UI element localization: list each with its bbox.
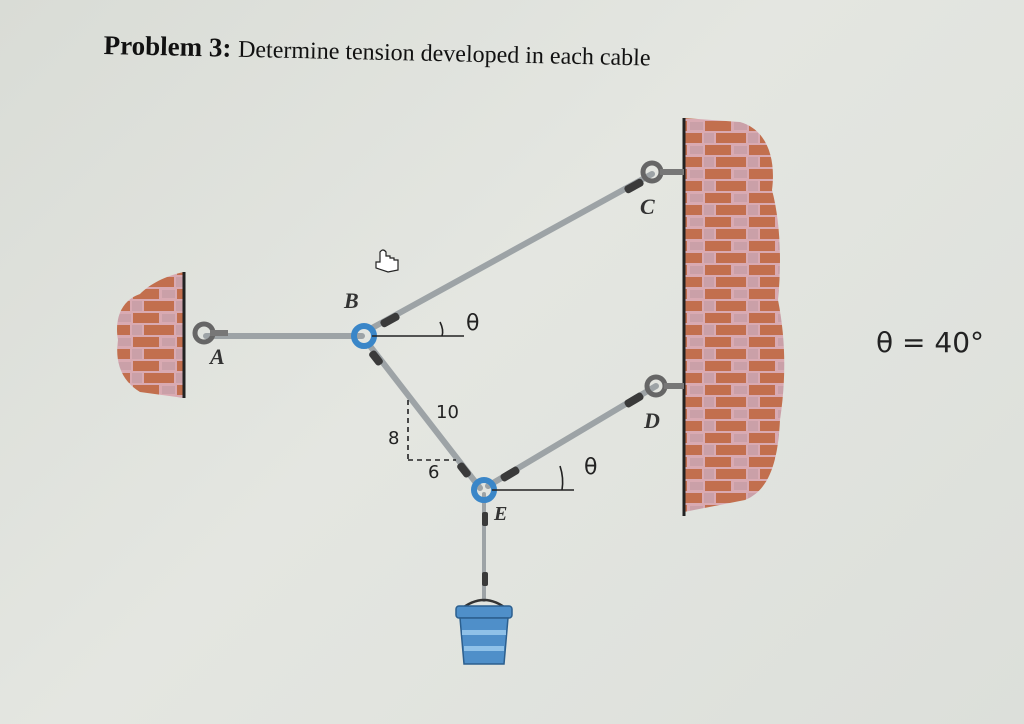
theta-at-E: θ — [584, 455, 597, 480]
pointer-hand-icon — [375, 249, 399, 273]
angle-references — [372, 321, 574, 491]
slope-horizontal-label: 6 — [428, 462, 439, 483]
label-point-A: A — [208, 344, 225, 369]
turnbuckles — [369, 178, 644, 586]
label-point-C: C — [640, 194, 655, 219]
right-wall — [682, 118, 785, 516]
cables — [203, 171, 659, 602]
label-point-D: D — [643, 408, 660, 433]
given-theta-value: θ = 40° — [876, 326, 984, 359]
slope-vertical-label: 8 — [388, 428, 399, 449]
theta-at-B: θ — [466, 311, 479, 336]
slope-triangle — [407, 400, 456, 461]
bucket-icon — [455, 598, 513, 665]
label-point-E: E — [493, 503, 507, 525]
ring-E — [471, 477, 497, 503]
slope-hypotenuse-label: 10 — [436, 402, 459, 423]
label-point-B: B — [343, 288, 359, 313]
cable-BC — [369, 171, 655, 331]
eye-bolt-icon — [192, 160, 684, 398]
left-wall — [116, 272, 186, 398]
